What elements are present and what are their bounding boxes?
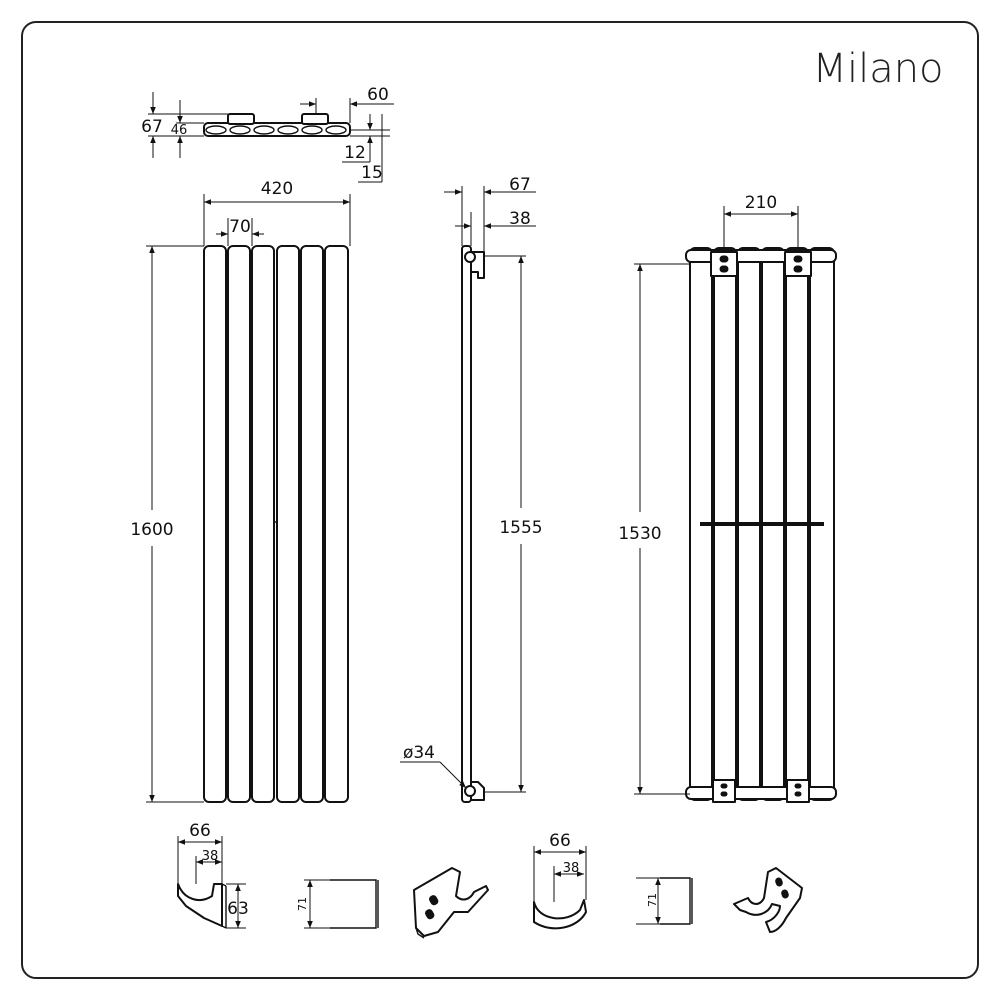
dim-label: 70: [229, 217, 251, 237]
dim-label: 71: [296, 897, 309, 911]
dim-label: 38: [563, 861, 580, 876]
front-view-panels: [203, 245, 349, 803]
dim-67-top: 67: [141, 92, 228, 158]
back-view-bracket-bottom-right: [786, 779, 810, 803]
dim-67-side: 67: [444, 175, 536, 252]
dim-label: 67: [141, 117, 163, 137]
page-title: Milano: [812, 46, 943, 92]
dim-label: 38: [509, 209, 531, 229]
dim-label: 210: [745, 193, 777, 213]
top-view-tubes: [205, 125, 347, 135]
dim-label: 46: [171, 123, 188, 138]
dim-label: 1555: [499, 518, 542, 538]
dim-63-bracket-a: 63: [226, 883, 249, 929]
side-view: 67 38 1555 ø34: [400, 175, 543, 803]
dim-71-bracket-d: 71: [636, 877, 661, 925]
dim-38-side: 38: [455, 209, 536, 246]
dim-label: 12: [344, 143, 366, 163]
sheet-frame: [21, 21, 979, 979]
dim-label: 63: [227, 899, 249, 919]
back-view-panels: [689, 247, 835, 801]
dim-label: 71: [646, 893, 659, 907]
dim-38-bracket-a: 38: [195, 849, 222, 884]
dim-15-top: 15: [358, 114, 383, 183]
dim-label: 66: [549, 831, 571, 851]
dim-label: 420: [261, 179, 293, 199]
dim-label: 66: [189, 821, 211, 841]
dim-label: 15: [361, 163, 383, 183]
dim-1600-front: 1600: [130, 245, 204, 803]
dim-12-top: 12: [342, 114, 390, 163]
dim-70-front: 70: [216, 217, 264, 246]
dim-label: 1600: [130, 520, 173, 540]
dim-66-bracket-c: 66: [533, 831, 587, 902]
bracket-detail-d: 71: [636, 877, 693, 925]
back-view-bracket-top-right: [784, 251, 812, 277]
side-view-bottom-bracket: [464, 781, 485, 801]
top-view-bracket-left: [227, 113, 255, 125]
dim-1530-back: 1530: [618, 263, 690, 795]
bracket-iso-b: [413, 867, 489, 939]
dim-label: 60: [367, 85, 389, 105]
dim-label: ø34: [403, 743, 435, 763]
dim-71-bracket-b: 71: [296, 879, 330, 929]
bracket-detail-a: 66 38 63: [177, 821, 249, 929]
dim-diameter-side: ø34: [400, 743, 467, 789]
dim-label: 67: [509, 175, 531, 195]
back-view: 210 1530: [618, 193, 837, 803]
dim-66-bracket-a: 66: [177, 821, 223, 884]
front-view: 420 70 1600: [130, 179, 351, 803]
back-view-bracket-top-left: [710, 251, 738, 277]
bracket-detail-c: 66 38: [533, 831, 587, 930]
back-view-bracket-bottom-left: [712, 779, 736, 803]
dim-1555-side: 1555: [484, 255, 543, 793]
dim-38-bracket-c: 38: [553, 861, 584, 902]
bracket-iso-d: [733, 867, 803, 933]
bracket-detail-b: 71: [296, 879, 379, 929]
side-view-panel: [461, 245, 472, 803]
top-view-bracket-right: [301, 113, 329, 125]
dim-60-top: 60: [300, 85, 394, 123]
dim-label: 38: [202, 849, 219, 864]
dim-46-top: 46: [171, 100, 204, 158]
dim-210-back: 210: [723, 193, 799, 252]
dim-420-front: 420: [203, 179, 351, 246]
top-view: 67 46 60 12: [141, 85, 394, 183]
dim-label: 1530: [618, 524, 661, 544]
